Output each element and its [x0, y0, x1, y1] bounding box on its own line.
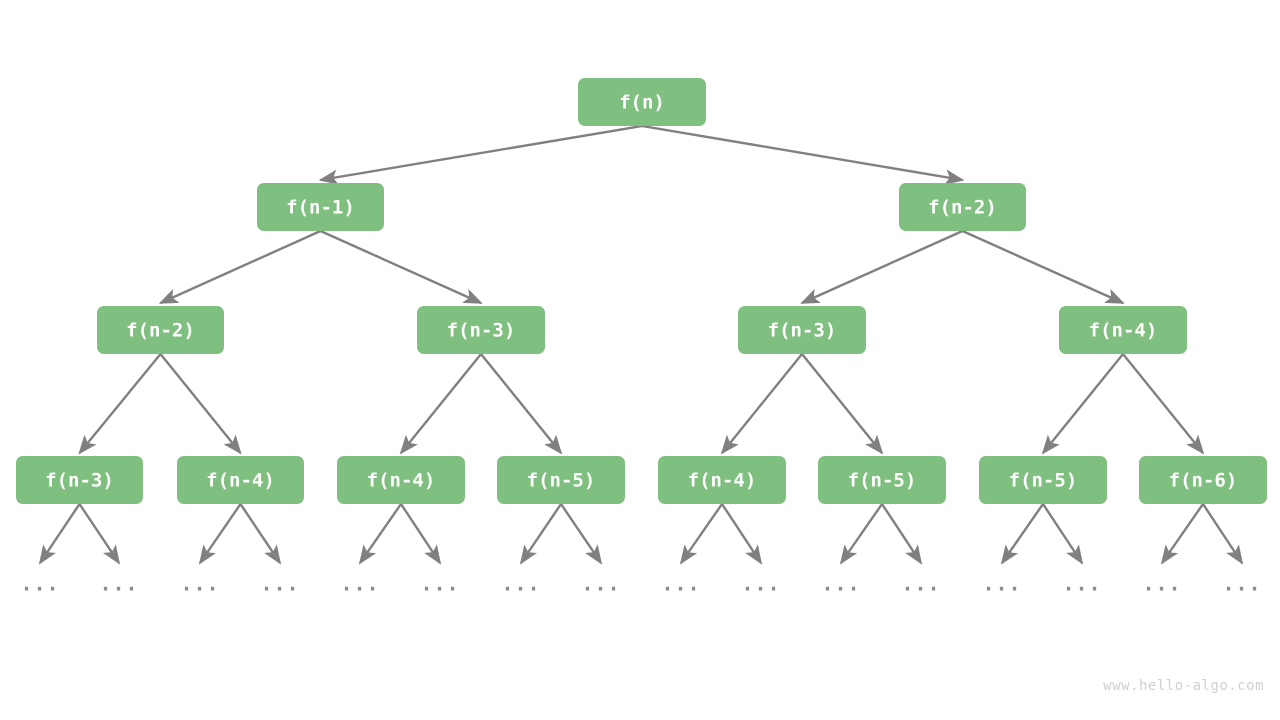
- tree-edge: [480, 353, 563, 455]
- tree-edge-to-ellipsis: [198, 503, 242, 565]
- node-label: f(n): [619, 92, 665, 114]
- tree-edge-to-ellipsis: [38, 503, 81, 565]
- tree-edge-to-ellipsis: [519, 503, 562, 565]
- node-box: [257, 183, 384, 231]
- tree-edge-to-ellipsis: [78, 503, 121, 565]
- node-label: f(n-5): [1009, 470, 1078, 492]
- node-label: f(n-3): [45, 470, 114, 492]
- tree-edge: [159, 353, 242, 455]
- tree-edge: [318, 124, 643, 185]
- tree-node[interactable]: f(n-5): [497, 456, 625, 504]
- ellipsis-label: ...: [1222, 572, 1261, 596]
- tree-edge-to-ellipsis: [358, 503, 402, 565]
- tree-node[interactable]: f(n-5): [979, 456, 1107, 504]
- tree-edge-to-ellipsis: [679, 503, 723, 565]
- node-box: [497, 456, 625, 504]
- tree-edge: [1122, 353, 1205, 455]
- node-label: f(n-3): [447, 320, 516, 342]
- tree-edge: [320, 229, 483, 305]
- tree-edge-to-ellipsis: [880, 503, 923, 565]
- tree-node[interactable]: f(n-4): [337, 456, 465, 504]
- tree-edge: [1041, 353, 1124, 455]
- tree-node[interactable]: f(n): [578, 78, 706, 126]
- ellipsis-label: ...: [501, 572, 540, 596]
- node-label: f(n-4): [367, 470, 436, 492]
- ellipsis-label: ...: [20, 572, 59, 596]
- ellipsis-label: ...: [260, 572, 299, 596]
- tree-edge: [720, 353, 803, 455]
- tree-node[interactable]: f(n-3): [417, 306, 545, 354]
- node-label: f(n-5): [527, 470, 596, 492]
- ellipsis-label: ...: [1142, 572, 1181, 596]
- ellipsis-label: ...: [180, 572, 219, 596]
- node-box: [578, 78, 706, 126]
- tree-node[interactable]: f(n-4): [658, 456, 786, 504]
- tree-node[interactable]: f(n-4): [177, 456, 304, 504]
- node-box: [1059, 306, 1187, 354]
- node-box: [979, 456, 1107, 504]
- nodes-layer: f(n) f(n-1) f(n-2) f(n-2) f(n-3) f(n-3) f(n-4)…: [16, 78, 1267, 504]
- tree-node[interactable]: f(n-5): [818, 456, 946, 504]
- tree-node[interactable]: f(n-4): [1059, 306, 1187, 354]
- tree-node[interactable]: f(n-3): [738, 306, 866, 354]
- node-box: [1139, 456, 1267, 504]
- tree-edge: [641, 124, 965, 185]
- tree-edge-to-ellipsis: [239, 503, 282, 565]
- node-label: f(n-3): [768, 320, 837, 342]
- tree-node[interactable]: f(n-2): [899, 183, 1026, 231]
- tree-edge: [801, 353, 884, 455]
- tree-edge-to-ellipsis: [560, 503, 603, 565]
- tree-edge-to-ellipsis: [399, 503, 442, 565]
- tree-node[interactable]: f(n-2): [97, 306, 224, 354]
- ellipsis-label: ...: [340, 572, 379, 596]
- tree-edge-to-ellipsis: [1000, 503, 1044, 565]
- ellipsis-label: ...: [581, 572, 620, 596]
- node-box: [97, 306, 224, 354]
- node-box: [337, 456, 465, 504]
- node-box: [658, 456, 786, 504]
- node-box: [177, 456, 304, 504]
- node-label: f(n-4): [206, 470, 275, 492]
- tree-edge: [800, 229, 963, 305]
- ellipsis-label: ...: [901, 572, 940, 596]
- node-box: [899, 183, 1026, 231]
- tree-edge-to-ellipsis: [720, 503, 763, 565]
- tree-edge-to-ellipsis: [1041, 503, 1084, 565]
- tree-edge: [78, 353, 162, 455]
- watermark: www.hello-algo.com: [1103, 678, 1264, 694]
- ellipsis-label: ...: [821, 572, 860, 596]
- tree-edge: [399, 353, 482, 455]
- ellipsis-label: ...: [982, 572, 1021, 596]
- node-box: [16, 456, 143, 504]
- tree-edge-to-ellipsis: [839, 503, 883, 565]
- node-label: f(n-2): [928, 197, 997, 219]
- node-box: [738, 306, 866, 354]
- tree-edge: [158, 229, 321, 305]
- node-label: f(n-4): [688, 470, 757, 492]
- tree-node[interactable]: f(n-3): [16, 456, 143, 504]
- ellipsis-label: ...: [420, 572, 459, 596]
- edges-layer: [38, 124, 1244, 565]
- ellipsis-label: ...: [1062, 572, 1101, 596]
- node-label: f(n-5): [848, 470, 917, 492]
- node-box: [417, 306, 545, 354]
- tree-node[interactable]: f(n-6): [1139, 456, 1267, 504]
- ellipsis-label: ...: [661, 572, 700, 596]
- ellipsis-label: ...: [741, 572, 780, 596]
- node-label: f(n-2): [126, 320, 195, 342]
- node-box: [818, 456, 946, 504]
- node-label: f(n-6): [1169, 470, 1238, 492]
- ellipsis-label: ...: [99, 572, 138, 596]
- tree-node[interactable]: f(n-1): [257, 183, 384, 231]
- tree-edge-to-ellipsis: [1201, 503, 1244, 565]
- ellipsis-layer: ........................................…: [20, 572, 1261, 596]
- node-label: f(n-4): [1089, 320, 1158, 342]
- tree-edge: [962, 229, 1125, 305]
- tree-edge-to-ellipsis: [1160, 503, 1204, 565]
- node-label: f(n-1): [286, 197, 355, 219]
